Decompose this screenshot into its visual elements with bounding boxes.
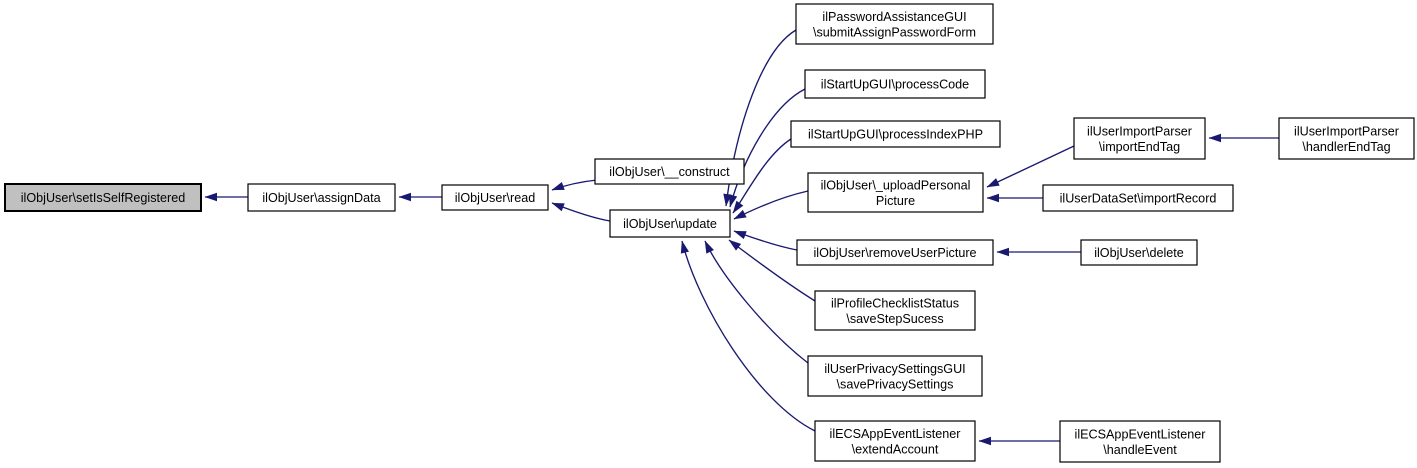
graph-node-importRecord: ilUserDataSet\importRecord xyxy=(1042,184,1234,212)
graph-node-processCode: ilStartUpGUI\processCode xyxy=(804,69,986,99)
graph-node-savePrivacySettings: ilUserPrivacySettingsGUI\savePrivacySett… xyxy=(807,355,983,397)
graph-node-extendAccount: ilECSAppEventListener\extendAccount xyxy=(814,420,976,462)
graph-node-delete: ilObjUser\delete xyxy=(1080,239,1198,266)
node-box-construct[interactable] xyxy=(594,158,745,185)
node-label-importEndTag-line1: ilUserImportParser xyxy=(1087,124,1192,138)
node-label-handlerEndTag-line1: ilUserImportParser xyxy=(1294,124,1399,138)
node-label-assignData-line1: ilObjUser\assignData xyxy=(262,191,380,205)
node-label-read-line1: ilObjUser\read xyxy=(455,191,536,205)
edge-importEndTag-to-uploadPersonalPicture xyxy=(986,145,1075,188)
node-label-handleEvent-line2: \handleEvent xyxy=(1103,443,1177,457)
edges-layer xyxy=(204,29,1279,446)
node-label-handlerEndTag-line2: \handlerEndTag xyxy=(1302,140,1390,154)
graph-node-submitAssignPasswordForm: ilPasswordAssistanceGUI\submitAssignPass… xyxy=(795,3,994,45)
node-box-update[interactable] xyxy=(609,209,731,238)
nodes-layer: ilObjUser\setIsSelfRegistered ilObjUser\a… xyxy=(4,3,1415,463)
node-box-assignData[interactable] xyxy=(247,183,396,212)
node-label-delete-line1: ilObjUser\delete xyxy=(1094,246,1184,260)
node-box-uploadPersonalPicture[interactable] xyxy=(807,172,984,213)
node-box-handlerEndTag[interactable] xyxy=(1278,117,1415,160)
node-box-removeUserPicture[interactable] xyxy=(796,239,994,266)
graph-node-importEndTag: ilUserImportParser \importEndTag xyxy=(1073,117,1206,160)
graph-node-update: ilObjUser\update xyxy=(609,209,731,238)
node-label-submitAssignPasswordForm-line1: ilPasswordAssistanceGUI xyxy=(822,10,966,24)
edge-processCode-to-update xyxy=(729,88,806,208)
node-box-handleEvent[interactable] xyxy=(1059,420,1221,463)
node-box-delete[interactable] xyxy=(1080,239,1198,266)
node-label-removeUserPicture-line1: ilObjUser\removeUserPicture xyxy=(813,246,976,260)
edge-processIndexPHP-to-update xyxy=(732,138,792,214)
node-label-submitAssignPasswordForm-line2: \submitAssignPasswordForm xyxy=(813,25,976,39)
node-box-importEndTag[interactable] xyxy=(1073,117,1206,160)
node-box-saveStepSucess[interactable] xyxy=(814,290,976,331)
edge-uploadPersonalPicture-to-update xyxy=(733,190,809,220)
edge-savePrivacySettings-to-update xyxy=(704,240,809,364)
node-label-savePrivacySettings-line2: \savePrivacySettings xyxy=(837,377,954,391)
graph-node-setIsSelfRegistered: ilObjUser\setIsSelfRegistered xyxy=(4,183,202,212)
edge-extendAccount-to-update xyxy=(680,240,816,432)
node-label-importRecord-line1: ilUserDataSet\importRecord xyxy=(1060,192,1217,206)
node-label-extendAccount-line1: ilECSAppEventListener xyxy=(830,427,961,441)
node-box-processCode[interactable] xyxy=(804,69,986,99)
edge-update-to-read xyxy=(551,202,611,222)
node-label-uploadPersonalPicture-line1: ilObjUser\_uploadPersonal xyxy=(821,178,971,192)
graph-node-removeUserPicture: ilObjUser\removeUserPicture xyxy=(796,239,994,266)
node-label-extendAccount-line2: \extendAccount xyxy=(852,442,939,456)
graph-node-handlerEndTag: ilUserImportParser \handlerEndTag xyxy=(1278,117,1415,160)
graph-node-processIndexPHP: ilStartUpGUI\processIndexPHP xyxy=(790,120,1001,148)
node-box-importRecord[interactable] xyxy=(1042,184,1234,212)
node-label-setIsSelfRegistered-line1: ilObjUser\setIsSelfRegistered xyxy=(21,191,185,205)
graph-node-read: ilObjUser\read xyxy=(441,184,549,211)
graph-node-saveStepSucess: ilProfileChecklistStatus \saveStepSucess xyxy=(814,290,976,331)
node-box-setIsSelfRegistered xyxy=(4,183,202,212)
node-label-processIndexPHP-line1: ilStartUpGUI\processIndexPHP xyxy=(808,128,983,142)
graph-node-construct: ilObjUser\__construct xyxy=(594,158,745,185)
node-label-saveStepSucess-line2: \saveStepSucess xyxy=(846,312,943,326)
node-box-savePrivacySettings[interactable] xyxy=(807,355,983,397)
node-label-update-line1: ilObjUser\update xyxy=(623,217,717,231)
edge-saveStepSucess-to-update xyxy=(728,239,816,302)
node-box-read[interactable] xyxy=(441,184,549,211)
node-label-saveStepSucess-line1: ilProfileChecklistStatus xyxy=(831,296,959,310)
node-label-uploadPersonalPicture-line2: Picture xyxy=(876,194,915,208)
node-box-processIndexPHP[interactable] xyxy=(790,120,1001,148)
node-label-construct-line1: ilObjUser\__construct xyxy=(609,165,730,179)
node-label-importEndTag-line2: \importEndTag xyxy=(1099,140,1180,154)
graph-node-handleEvent: ilECSAppEventListener \handleEvent xyxy=(1059,420,1221,463)
node-label-handleEvent-line1: ilECSAppEventListener xyxy=(1075,427,1206,441)
node-label-processCode-line1: ilStartUpGUI\processCode xyxy=(821,78,969,92)
edge-construct-to-read xyxy=(551,179,598,191)
edge-removeUserPicture-to-update xyxy=(733,230,798,251)
node-box-extendAccount[interactable] xyxy=(814,420,976,462)
node-label-savePrivacySettings-line1: ilUserPrivacySettingsGUI xyxy=(824,362,965,376)
graph-node-assignData: ilObjUser\assignData xyxy=(247,183,396,212)
node-box-submitAssignPasswordForm[interactable] xyxy=(795,3,994,45)
